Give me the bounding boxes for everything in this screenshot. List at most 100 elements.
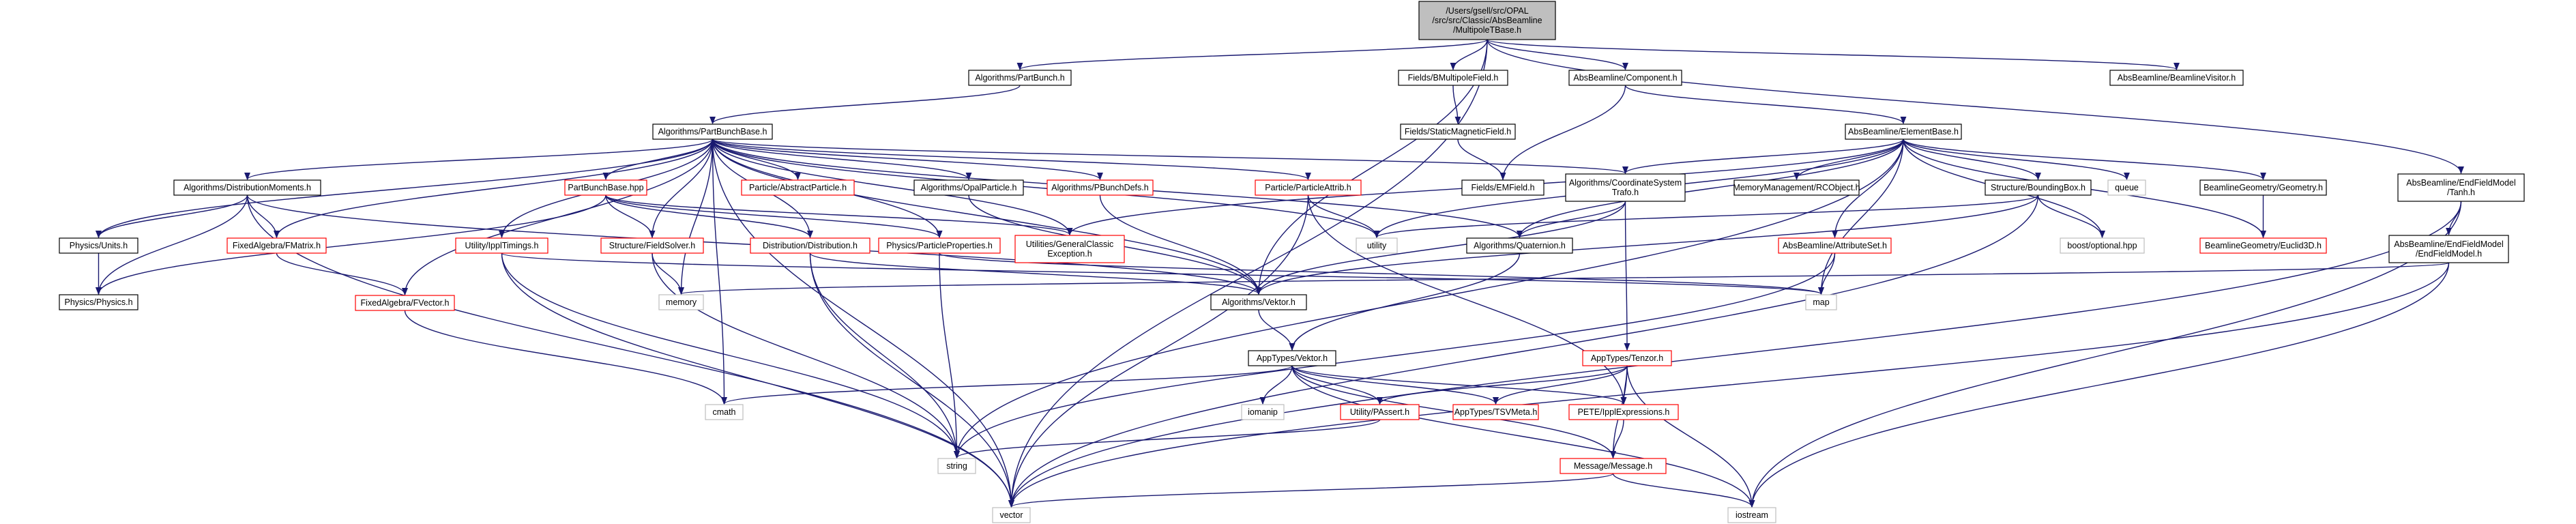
- node-root[interactable]: /Users/gsell/src/OPAL/src/src/Classic/Ab…: [1418, 1, 1556, 40]
- node-partbunchbase[interactable]: Algorithms/PartBunchBase.h: [652, 123, 773, 140]
- edge-elementbase-to-rcobject: [1794, 139, 1904, 181]
- node-partbunchbasehpp[interactable]: PartBunchBase.hpp: [564, 179, 647, 196]
- node-label: AbsBeamline/ElementBase.h: [1848, 127, 1959, 136]
- node-label: Structure/FieldSolver.h: [609, 241, 695, 250]
- edge-partbunchbase-to-utility: [712, 139, 1380, 239]
- node-box: [1255, 179, 1362, 196]
- node-label: Trafo.h: [1612, 188, 1639, 197]
- node-partbunch[interactable]: Algorithms/PartBunch.h: [968, 70, 1072, 86]
- edge-partbunchbase-to-vector: [712, 139, 1014, 508]
- edge-attributeset-to-map: [1818, 252, 1836, 295]
- edge-root-to-visitor: [1487, 39, 2180, 71]
- node-box: [1805, 294, 1837, 310]
- edge-partbunchbasehpp-to-generalclassic: [605, 194, 1073, 236]
- node-box: [1582, 350, 1672, 366]
- node-label: Fields/BMultipoleField.h: [1408, 73, 1499, 83]
- node-physunits[interactable]: Physics/Units.h: [59, 237, 138, 254]
- edge-distmoments-to-physunits: [96, 194, 248, 239]
- node-label: AppTypes/Tenzor.h: [1591, 353, 1663, 363]
- node-box: [992, 507, 1031, 523]
- node-quaternion[interactable]: Algorithms/Quaternion.h: [1466, 237, 1573, 254]
- node-label: BeamlineGeometry/Euclid3D.h: [2205, 241, 2322, 250]
- node-attributeset[interactable]: AbsBeamline/AttributeSet.h: [1778, 237, 1892, 254]
- node-label: queue: [2115, 183, 2139, 192]
- node-particleattrib[interactable]: Particle/ParticleAttrib.h: [1255, 179, 1362, 196]
- node-label: BeamlineGeometry/Geometry.h: [2204, 183, 2323, 192]
- node-rcobject[interactable]: MemoryManagement/RCObject.h: [1733, 179, 1860, 196]
- node-box: [1356, 237, 1398, 254]
- node-label: AbsBeamline/Component.h: [1573, 73, 1677, 83]
- node-elementbase[interactable]: AbsBeamline/ElementBase.h: [1845, 123, 1962, 140]
- dependency-edges: [96, 39, 2464, 508]
- node-utility: utility: [1356, 237, 1398, 254]
- node-fmatrix[interactable]: FixedAlgebra/FMatrix.h: [226, 237, 327, 254]
- node-label: iostream: [1736, 510, 1768, 520]
- node-label: /MultipoleTBase.h: [1453, 25, 1521, 35]
- node-box: [1210, 294, 1307, 310]
- node-fvector[interactable]: FixedAlgebra/FVector.h: [355, 295, 455, 311]
- edge-boundingbox-to-vector: [1008, 194, 2039, 508]
- node-box: [658, 294, 704, 310]
- edge-root-to-component: [1487, 39, 1628, 71]
- node-label: Algorithms/DistributionMoments.h: [184, 183, 311, 192]
- node-box: [968, 70, 1072, 86]
- edge-coordtrafo-to-quaternion: [1517, 201, 1626, 239]
- node-abstractparticle[interactable]: Particle/AbstractParticle.h: [741, 179, 855, 196]
- node-endfieldmodel[interactable]: AbsBeamline/EndFieldModel/EndFieldModel.…: [2388, 235, 2509, 263]
- node-bmultipole[interactable]: Fields/BMultipoleField.h: [1398, 70, 1508, 86]
- edge-elementbase-to-string: [954, 139, 1904, 459]
- node-box: [1568, 404, 1679, 420]
- node-boundingbox[interactable]: Structure/BoundingBox.h: [1985, 179, 2092, 196]
- edge-root-to-bmultipole: [1450, 39, 1488, 71]
- node-distmoments[interactable]: Algorithms/DistributionMoments.h: [173, 179, 321, 196]
- node-label: PartBunchBase.hpp: [568, 183, 643, 192]
- node-tanh[interactable]: AbsBeamline/EndFieldModel/Tanh.h: [2397, 173, 2525, 202]
- edge-fvector-to-cmath: [404, 310, 727, 405]
- node-staticmag[interactable]: Fields/StaticMagneticField.h: [1400, 123, 1516, 140]
- edge-staticmag-to-emfield: [1457, 139, 1506, 181]
- edge-apptypesvektor-to-iomanip: [1259, 365, 1293, 405]
- node-label: MemoryManagement/RCObject.h: [1733, 183, 1860, 192]
- edge-elementbase-to-bgeometry: [1903, 139, 2266, 181]
- node-label: Particle/ParticleAttrib.h: [1265, 183, 1351, 192]
- node-component[interactable]: AbsBeamline/Component.h: [1568, 70, 1682, 86]
- node-ippltimings[interactable]: Utility/IpplTimings.h: [455, 237, 548, 254]
- node-pbunchdefs[interactable]: Algorithms/PBunchDefs.h: [1046, 179, 1154, 196]
- node-emfield[interactable]: Fields/EMField.h: [1461, 179, 1545, 196]
- edge-apptypesvektor-to-cmath: [721, 365, 1293, 405]
- node-tenzor[interactable]: AppTypes/Tenzor.h: [1582, 350, 1672, 366]
- edge-partbunchbase-to-algvektor: [712, 139, 1262, 295]
- edge-message-to-vector: [1008, 473, 1614, 508]
- node-particleprops[interactable]: Physics/ParticleProperties.h: [878, 237, 1001, 254]
- node-tsvmeta[interactable]: AppTypes/TSVMeta.h: [1452, 404, 1539, 420]
- edge-elementbase-to-quaternion: [1517, 139, 1904, 239]
- node-label: Exception.h: [1047, 249, 1092, 259]
- edge-elementbase-to-queue: [1903, 139, 2130, 181]
- node-box: [2060, 237, 2145, 254]
- node-opalparticle[interactable]: Algorithms/OpalParticle.h: [913, 179, 1024, 196]
- node-bgeometry[interactable]: BeamlineGeometry/Geometry.h: [2199, 179, 2327, 196]
- edge-partbunchbase-to-particleattrib: [712, 139, 1311, 181]
- node-distribution[interactable]: Distribution/Distribution.h: [750, 237, 870, 254]
- node-fieldsolver[interactable]: Structure/FieldSolver.h: [600, 237, 704, 254]
- node-visitor[interactable]: AbsBeamline/BeamlineVisitor.h: [2109, 70, 2244, 86]
- edge-boundingbox-to-utility: [1373, 194, 2039, 239]
- node-message[interactable]: Message/Message.h: [1560, 458, 1667, 474]
- node-label: Physics/Physics.h: [64, 297, 132, 307]
- node-ipplexpressions[interactable]: PETE/IpplExpressions.h: [1568, 404, 1679, 420]
- node-boostoptional: boost/optional.hpp: [2060, 237, 2145, 254]
- node-apptypesvektor[interactable]: AppTypes/Vektor.h: [1248, 350, 1336, 366]
- node-box: [1241, 404, 1285, 420]
- edge-partbunchbase-to-physunits: [96, 139, 714, 239]
- node-box: [1014, 235, 1125, 263]
- node-algvektor[interactable]: Algorithms/Vektor.h: [1210, 294, 1307, 310]
- edge-attributeset-to-string: [954, 252, 1836, 459]
- edge-pbunchdefs-to-algvektor: [1099, 194, 1262, 295]
- edge-endfieldmodel-to-vector: [1008, 262, 2450, 508]
- node-passert[interactable]: Utility/PAssert.h: [1340, 404, 1420, 420]
- node-euclid3d[interactable]: BeamlineGeometry/Euclid3D.h: [2199, 237, 2327, 254]
- node-physphysics[interactable]: Physics/Physics.h: [59, 294, 138, 310]
- node-box: [1560, 458, 1667, 474]
